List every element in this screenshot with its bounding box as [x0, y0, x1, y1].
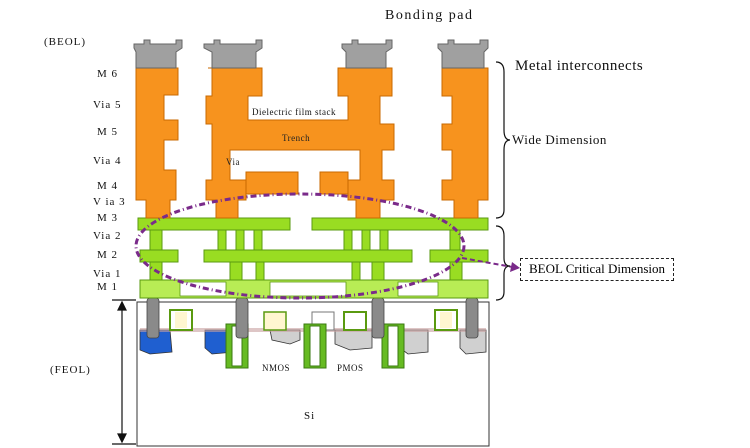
- layer-label-m1: M 1: [97, 281, 119, 293]
- critical-dimension-arrow: [461, 257, 519, 269]
- feol-label: (FEOL): [50, 364, 91, 376]
- critical-dimension-ellipse: [134, 192, 466, 300]
- nmos-label: NMOS: [262, 363, 291, 373]
- layer-label-m6: M 6: [97, 68, 119, 80]
- m1-gaps: [179, 281, 439, 297]
- wide-dimension-label: Wide Dimension: [512, 132, 607, 147]
- layer-label-via3: V ia 3: [93, 196, 126, 208]
- wide-dimension-brace: [495, 61, 511, 219]
- layer-label-m4: M 4: [97, 180, 119, 192]
- layer-label-via4: Via 4: [93, 155, 122, 167]
- critical-dimension-brace: [495, 225, 511, 301]
- dielectric-film-stack-label: Dielectric film stack: [252, 107, 336, 117]
- layer-label-m5: M 5: [97, 126, 119, 138]
- layer-label-via5: Via 5: [93, 99, 122, 111]
- metal-interconnects-label: Metal interconnects: [515, 58, 644, 74]
- beol-critical-dimension-label: BEOL Critical Dimension: [520, 258, 674, 281]
- via-label: Via: [226, 157, 240, 167]
- bonding-pad-label: Bonding pad: [385, 8, 474, 23]
- feol-dimension-arrow: [112, 299, 136, 445]
- well-taps: [225, 323, 405, 369]
- layer-label-via2: Via 2: [93, 230, 122, 242]
- layer-label-m2: M 2: [97, 249, 119, 261]
- pmos-label: PMOS: [337, 363, 364, 373]
- beol-label: (BEOL): [44, 36, 87, 48]
- bonding-pads: [133, 39, 489, 69]
- trench-label: Trench: [282, 133, 311, 143]
- si-label: Si: [304, 410, 316, 422]
- global-interconnects: [135, 67, 489, 219]
- layer-label-m3: M 3: [97, 212, 119, 224]
- layer-label-via1: Via 1: [93, 268, 122, 280]
- contacts: [146, 297, 479, 339]
